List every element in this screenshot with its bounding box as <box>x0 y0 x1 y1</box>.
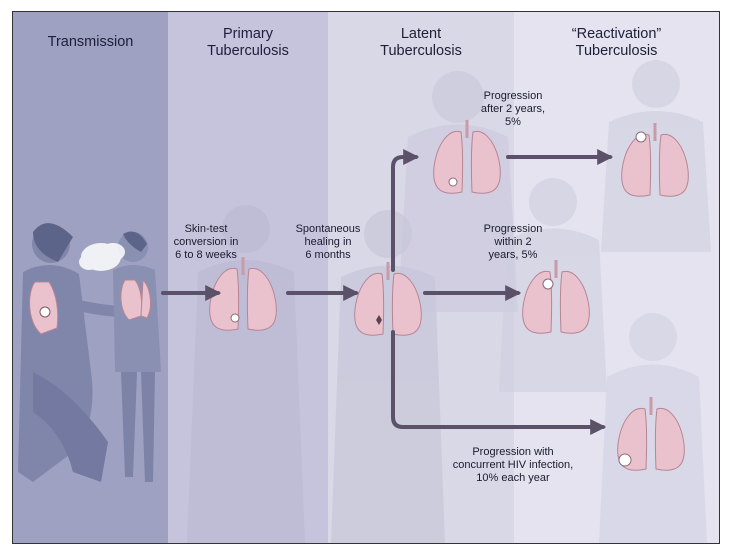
label-progression-within: Progression within 2 years, 5% <box>483 223 543 261</box>
silhouette-reactivation-1 <box>601 60 711 252</box>
silhouette-primary <box>187 205 305 543</box>
reactivation-title: “Reactivation” Tuberculosis <box>571 26 662 59</box>
silhouette-reactivation-3 <box>599 313 707 543</box>
latent-title: Latent Tuberculosis <box>380 26 462 59</box>
label-skin-test: Skin-test conversion in 6 to 8 weeks <box>173 223 239 261</box>
reactivation-middle-focus <box>542 278 554 290</box>
lungs-transmission-mother <box>29 281 59 335</box>
transmission-title: Transmission <box>47 34 134 50</box>
reactivation-lower-focus <box>618 453 632 467</box>
diagram-art <box>18 60 711 543</box>
label-progression-after: Progression after 2 years, 5% <box>480 90 546 128</box>
arrow-latent-up <box>391 149 420 272</box>
breath-cloud <box>79 243 125 271</box>
label-healing: Spontaneous healing in 6 months <box>295 223 361 261</box>
silhouette-latent-1 <box>331 210 445 543</box>
primary-title: Primary Tuberculosis <box>207 26 289 59</box>
primary-focus <box>230 313 240 323</box>
silhouette-reactivation-2 <box>499 178 607 392</box>
diagram-frame: Transmission Primary Tuberculosis Latent… <box>12 11 720 544</box>
lungs-transmission-child <box>120 278 151 321</box>
arrow-latent-to-reactivation-lower <box>391 330 607 435</box>
label-progression-hiv: Progression with concurrent HIV infectio… <box>452 446 574 484</box>
latent-focus <box>376 315 382 325</box>
reactivation-upper-focus <box>635 131 647 143</box>
child-figure <box>113 231 161 482</box>
latent-upper-focus <box>448 177 458 187</box>
